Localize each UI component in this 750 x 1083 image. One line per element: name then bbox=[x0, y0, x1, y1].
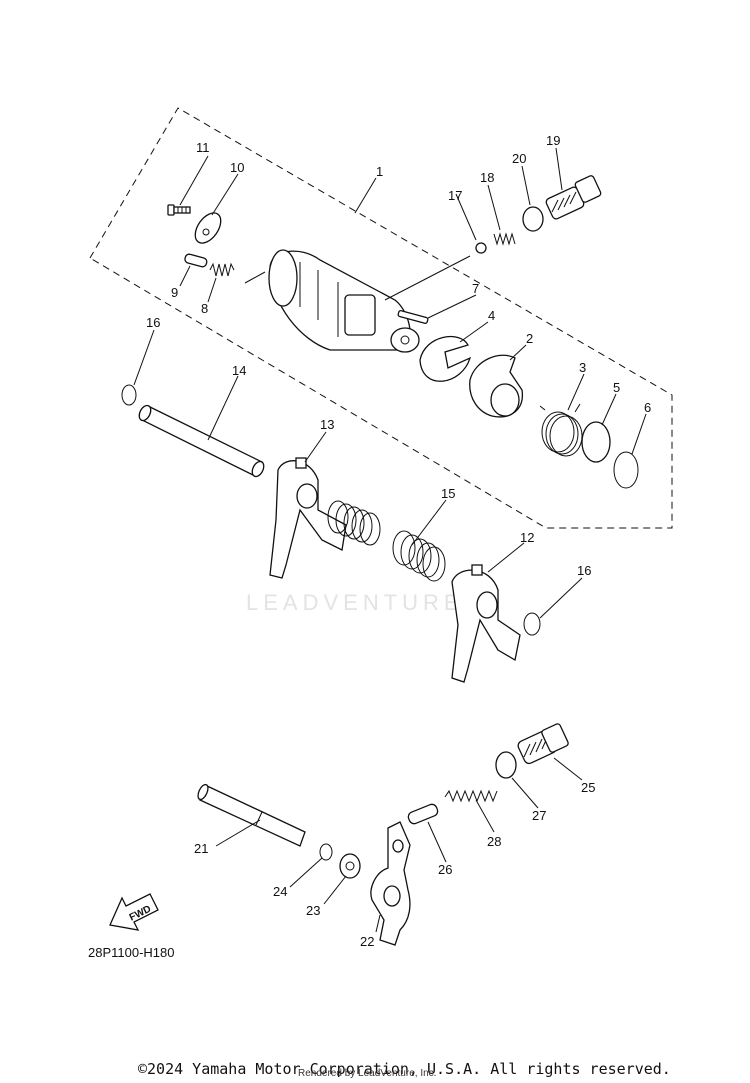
part-circlip-shaft[interactable] bbox=[319, 843, 333, 861]
callout-13[interactable]: 13 bbox=[320, 417, 334, 432]
part-fork-springs[interactable] bbox=[327, 500, 446, 582]
part-pin[interactable] bbox=[184, 253, 208, 268]
callout-27[interactable]: 27 bbox=[532, 808, 546, 823]
part-gasket-lower[interactable] bbox=[495, 751, 517, 779]
callout-18[interactable]: 18 bbox=[480, 170, 494, 185]
callout-4[interactable]: 4 bbox=[488, 308, 495, 323]
part-stopper-plate[interactable] bbox=[190, 208, 226, 247]
callout-16-lower[interactable]: 16 bbox=[577, 563, 591, 578]
callout-7[interactable]: 7 bbox=[472, 281, 479, 296]
callout-21[interactable]: 21 bbox=[194, 841, 208, 856]
callout-10[interactable]: 10 bbox=[230, 160, 244, 175]
part-shaft-washer[interactable] bbox=[339, 853, 361, 879]
watermark: LEADVENTURE bbox=[246, 590, 464, 615]
part-drum-pin[interactable] bbox=[397, 310, 429, 324]
copyright-notice: ©2024 Yamaha Motor Corporation, U.S.A. A… bbox=[138, 1060, 671, 1078]
part-shift-drum[interactable] bbox=[268, 249, 420, 353]
callout-24[interactable]: 24 bbox=[273, 884, 287, 899]
part-detent-spring[interactable] bbox=[493, 232, 516, 246]
callout-23[interactable]: 23 bbox=[306, 903, 320, 918]
part-segment[interactable] bbox=[469, 354, 523, 418]
rendered-by-notice: Rendered by LeadVenture, Inc. bbox=[298, 1068, 437, 1079]
part-circlip-drum[interactable] bbox=[613, 451, 639, 489]
part-screw[interactable] bbox=[167, 204, 191, 216]
part-shift-shaft[interactable] bbox=[196, 783, 306, 847]
callout-11[interactable]: 11 bbox=[196, 140, 210, 155]
fwd-arrow-icon: FWD bbox=[109, 893, 159, 931]
callout-15[interactable]: 15 bbox=[441, 486, 455, 501]
callout-5[interactable]: 5 bbox=[613, 380, 620, 395]
callout-12[interactable]: 12 bbox=[520, 530, 534, 545]
callout-22[interactable]: 22 bbox=[360, 934, 374, 949]
callout-labels: 1 2 3 4 5 6 7 8 9 10 11 12 13 14 15 16 1… bbox=[146, 133, 651, 949]
callout-16-upper[interactable]: 16 bbox=[146, 315, 160, 330]
callout-25[interactable]: 25 bbox=[581, 780, 595, 795]
callout-19[interactable]: 19 bbox=[546, 133, 560, 148]
callout-8[interactable]: 8 bbox=[201, 301, 208, 316]
part-cam-plate[interactable] bbox=[419, 336, 472, 382]
part-return-spring[interactable] bbox=[444, 789, 498, 803]
part-return-bolt[interactable] bbox=[517, 723, 570, 765]
callout-1[interactable]: 1 bbox=[376, 164, 383, 179]
assembly-boundary bbox=[89, 107, 673, 529]
part-detent-bolt[interactable] bbox=[545, 175, 602, 220]
callout-17[interactable]: 17 bbox=[448, 188, 462, 203]
part-shift-lever[interactable] bbox=[370, 821, 411, 946]
part-torsion-spring[interactable] bbox=[539, 403, 583, 457]
part-shift-fork-upper[interactable] bbox=[269, 457, 347, 579]
part-shift-fork-lower[interactable] bbox=[451, 564, 521, 683]
part-circlip-right[interactable] bbox=[523, 612, 541, 636]
part-small-spring[interactable] bbox=[209, 262, 235, 277]
part-ball[interactable] bbox=[475, 242, 487, 254]
callout-14[interactable]: 14 bbox=[232, 363, 246, 378]
part-gasket-upper[interactable] bbox=[522, 206, 544, 232]
callout-3[interactable]: 3 bbox=[579, 360, 586, 375]
callout-6[interactable]: 6 bbox=[644, 400, 651, 415]
callout-28[interactable]: 28 bbox=[487, 834, 501, 849]
part-washer[interactable] bbox=[581, 421, 611, 463]
leader-lines bbox=[133, 147, 647, 933]
part-return-pin[interactable] bbox=[407, 803, 439, 825]
diagram-code: 28P1100-H180 bbox=[88, 945, 175, 960]
callout-9[interactable]: 9 bbox=[171, 285, 178, 300]
part-circlip-left[interactable] bbox=[121, 384, 137, 406]
callout-26[interactable]: 26 bbox=[438, 862, 452, 877]
callout-20[interactable]: 20 bbox=[512, 151, 526, 166]
part-fork-shaft[interactable] bbox=[137, 404, 266, 479]
callout-2[interactable]: 2 bbox=[526, 331, 533, 346]
